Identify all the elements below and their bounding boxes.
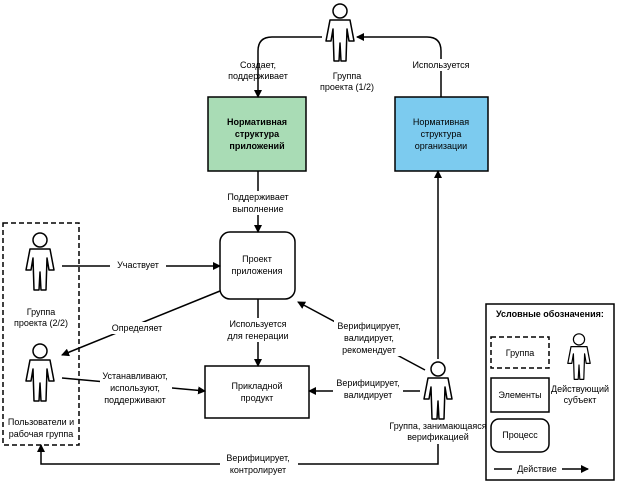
edge-install-label-2: используют, (110, 383, 160, 393)
app-std-line1: Нормативная (227, 117, 287, 127)
users-label-1: Пользователи и (8, 417, 74, 427)
edge-verifies-rec-label-2: валидирует, (344, 333, 394, 343)
edge-verifies-val-label-2: валидирует (344, 390, 392, 400)
users-label-2: рабочая группа (9, 429, 73, 439)
app-std-line2: структура (235, 129, 280, 139)
org-std-line3: организации (415, 141, 467, 151)
edge-supports-label-1: Поддерживает (227, 192, 288, 202)
edge-used-top-label: Используется (412, 60, 469, 70)
legend-action-label: Действие (517, 464, 557, 474)
legend-group-swatch (490, 336, 550, 369)
edge-supports-label-2: выполнение (232, 204, 283, 214)
legend-process-swatch (490, 418, 550, 453)
edge-install-label-1: Устанавливают, (102, 371, 167, 381)
edge-used-top (356, 33, 442, 97)
project-line1: Проект (242, 254, 272, 264)
app-standards-box (207, 96, 307, 172)
verification-group-person-icon (423, 361, 453, 420)
verif-label-2: верификацией (407, 432, 469, 442)
org-std-line1: Нормативная (413, 117, 469, 127)
edge-participates-label: Участвует (117, 260, 159, 270)
legend-group-label: Группа (506, 348, 535, 358)
edge-creates (254, 36, 322, 98)
product-line1: Прикладной (231, 381, 282, 391)
legend-process-label: Процесс (502, 430, 538, 440)
group-top-label-1: Группа (333, 71, 362, 81)
product-line2: продукт (241, 393, 274, 403)
edge-creates-label-1: Создает, (240, 60, 276, 70)
legend-elements-swatch (490, 377, 550, 413)
legend-actor-label-2: субъект (564, 395, 597, 405)
edge-install-label-3: поддерживают (104, 395, 166, 405)
legend-elements-label: Элементы (498, 390, 541, 400)
group-left-label-2: проекта (2/2) (14, 318, 68, 328)
edge-verifies-ctrl-label-1: Верифицирует, (226, 453, 289, 463)
verif-label-1: Группа, занимающаяся (389, 421, 486, 431)
edge-used-gen-label-1: Используется (229, 319, 286, 329)
group-left-label-1: Группа (27, 307, 56, 317)
org-std-line2: структура (421, 129, 462, 139)
project-line2: приложения (231, 266, 282, 276)
app-product-box (204, 365, 310, 419)
group-top-label-2: проекта (1/2) (320, 82, 374, 92)
legend-title: Условные обозначения: (496, 309, 604, 319)
edge-verifies-ctrl-label-2: контролирует (230, 465, 286, 475)
project-group-top-person-icon (325, 3, 355, 62)
org-standards-box (394, 96, 489, 172)
legend: Условные обозначения: Группа Элементы Пр… (485, 303, 615, 481)
legend-actor-label-1: Действующий (551, 384, 609, 394)
edge-verifies-rec-label-1: Верифицирует, (337, 321, 400, 331)
project-group-left-person-icon (25, 232, 55, 291)
app-std-line3: приложений (229, 141, 284, 151)
edge-verifies-rec-label-3: рекомендует (342, 345, 396, 355)
edge-verifies-val-label-1: Верифицирует, (336, 378, 399, 388)
users-person-icon (25, 343, 55, 402)
edge-used-gen-label-2: для генерации (227, 331, 288, 341)
edge-creates-label-2: поддерживает (228, 71, 288, 81)
edge-defines-label: Определяет (112, 323, 163, 333)
